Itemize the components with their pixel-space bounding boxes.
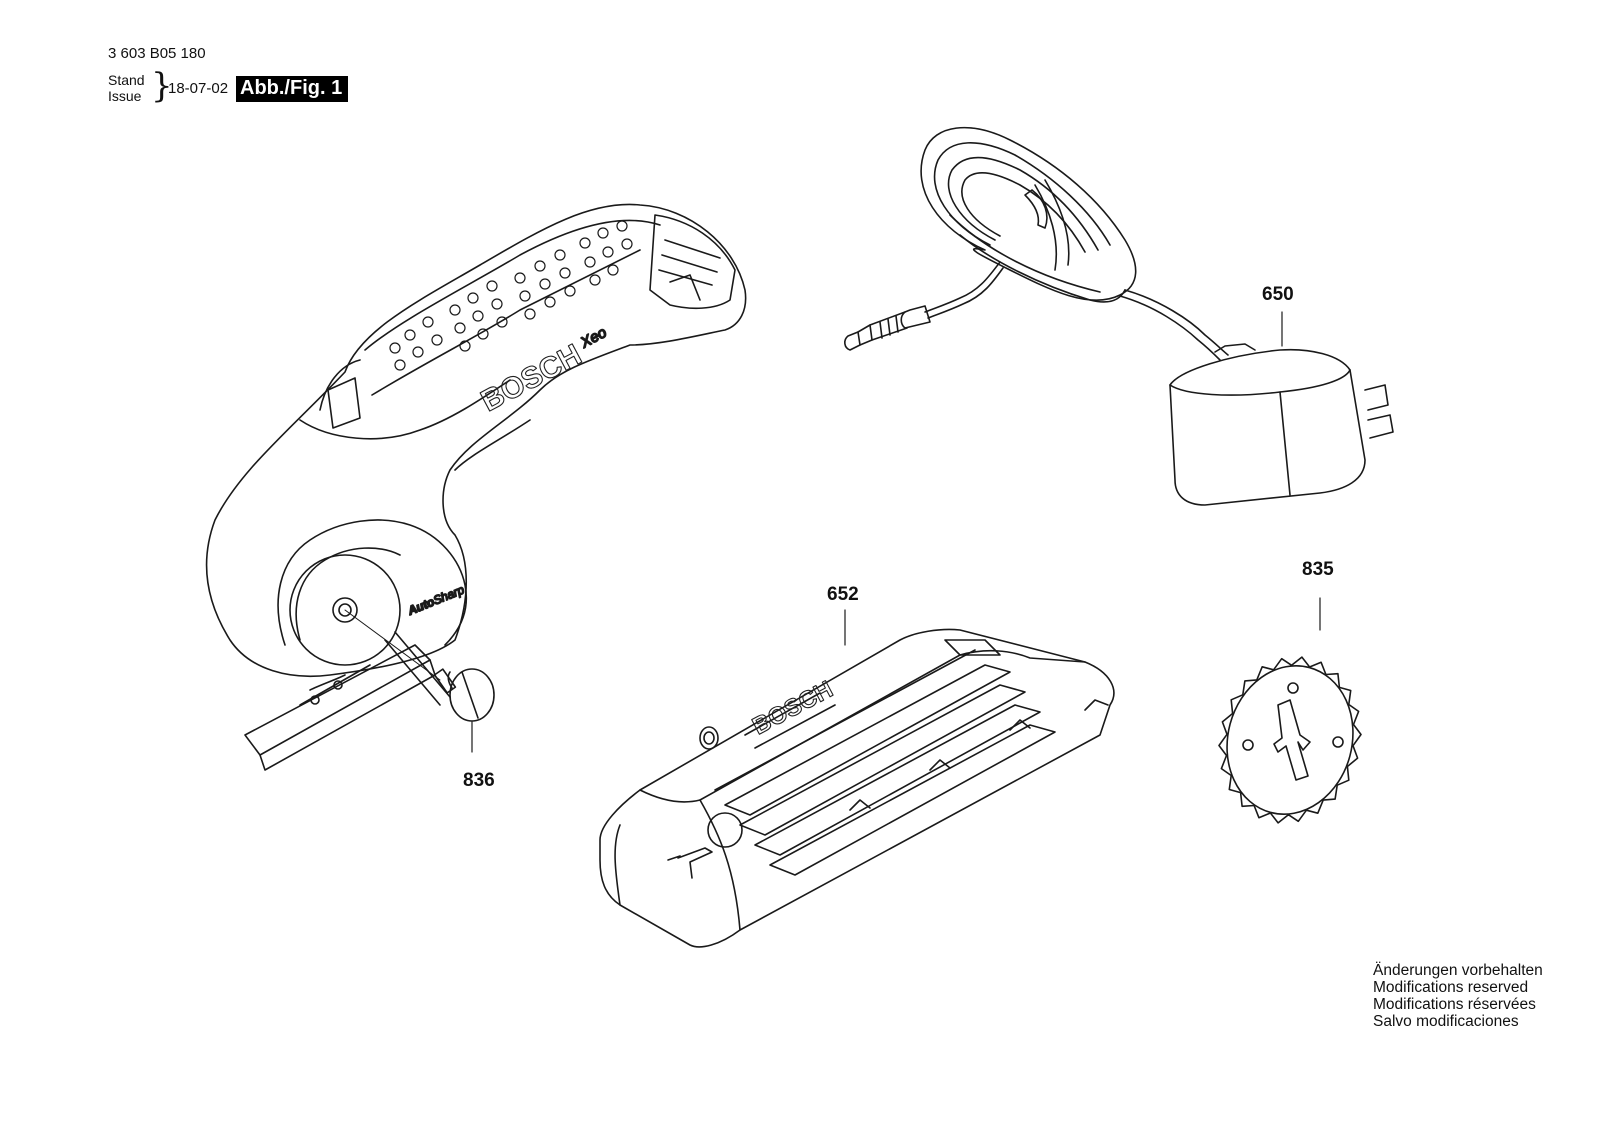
stand-label: Stand — [108, 72, 145, 88]
cutter-tool-illustration: BOSCH Xeo AutoSharp — [205, 203, 747, 771]
callout-836: 836 — [463, 770, 495, 791]
issue-date: 18-07-02 — [168, 80, 229, 97]
callout-835: 835 — [1302, 559, 1334, 580]
notice-line-en: Modifications reserved — [1373, 979, 1529, 996]
document-number: 3 603 B05 180 — [108, 45, 206, 62]
callout-650: 650 — [1262, 284, 1294, 305]
feature-auto-text: AutoSharp — [405, 582, 467, 618]
notice-line-fr: Modifications réservées — [1373, 996, 1536, 1013]
notice-line-de: Änderungen vorbehalten — [1373, 962, 1543, 979]
tool-model-text: Xeo — [577, 324, 609, 352]
case-652-illustration: BOSCH — [599, 609, 1115, 948]
notice-line-es: Salvo modificaciones — [1373, 1013, 1519, 1030]
screw-836-illustration — [344, 609, 495, 753]
callout-652: 652 — [827, 584, 859, 605]
issue-block: Stand Issue } 18-07-02 Abb./Fig. 1 — [108, 69, 368, 109]
modifications-notice: Änderungen vorbehalten Modifications res… — [1373, 962, 1543, 1030]
brace-icon: } — [151, 66, 173, 106]
tool-brand-text: BOSCH — [476, 338, 587, 418]
blade-835-illustration — [1218, 597, 1362, 824]
grip-dots — [389, 220, 633, 371]
issue-label: Issue — [108, 88, 142, 104]
figure-label: Abb./Fig. 1 — [236, 76, 349, 102]
charger-650-illustration — [844, 126, 1394, 506]
